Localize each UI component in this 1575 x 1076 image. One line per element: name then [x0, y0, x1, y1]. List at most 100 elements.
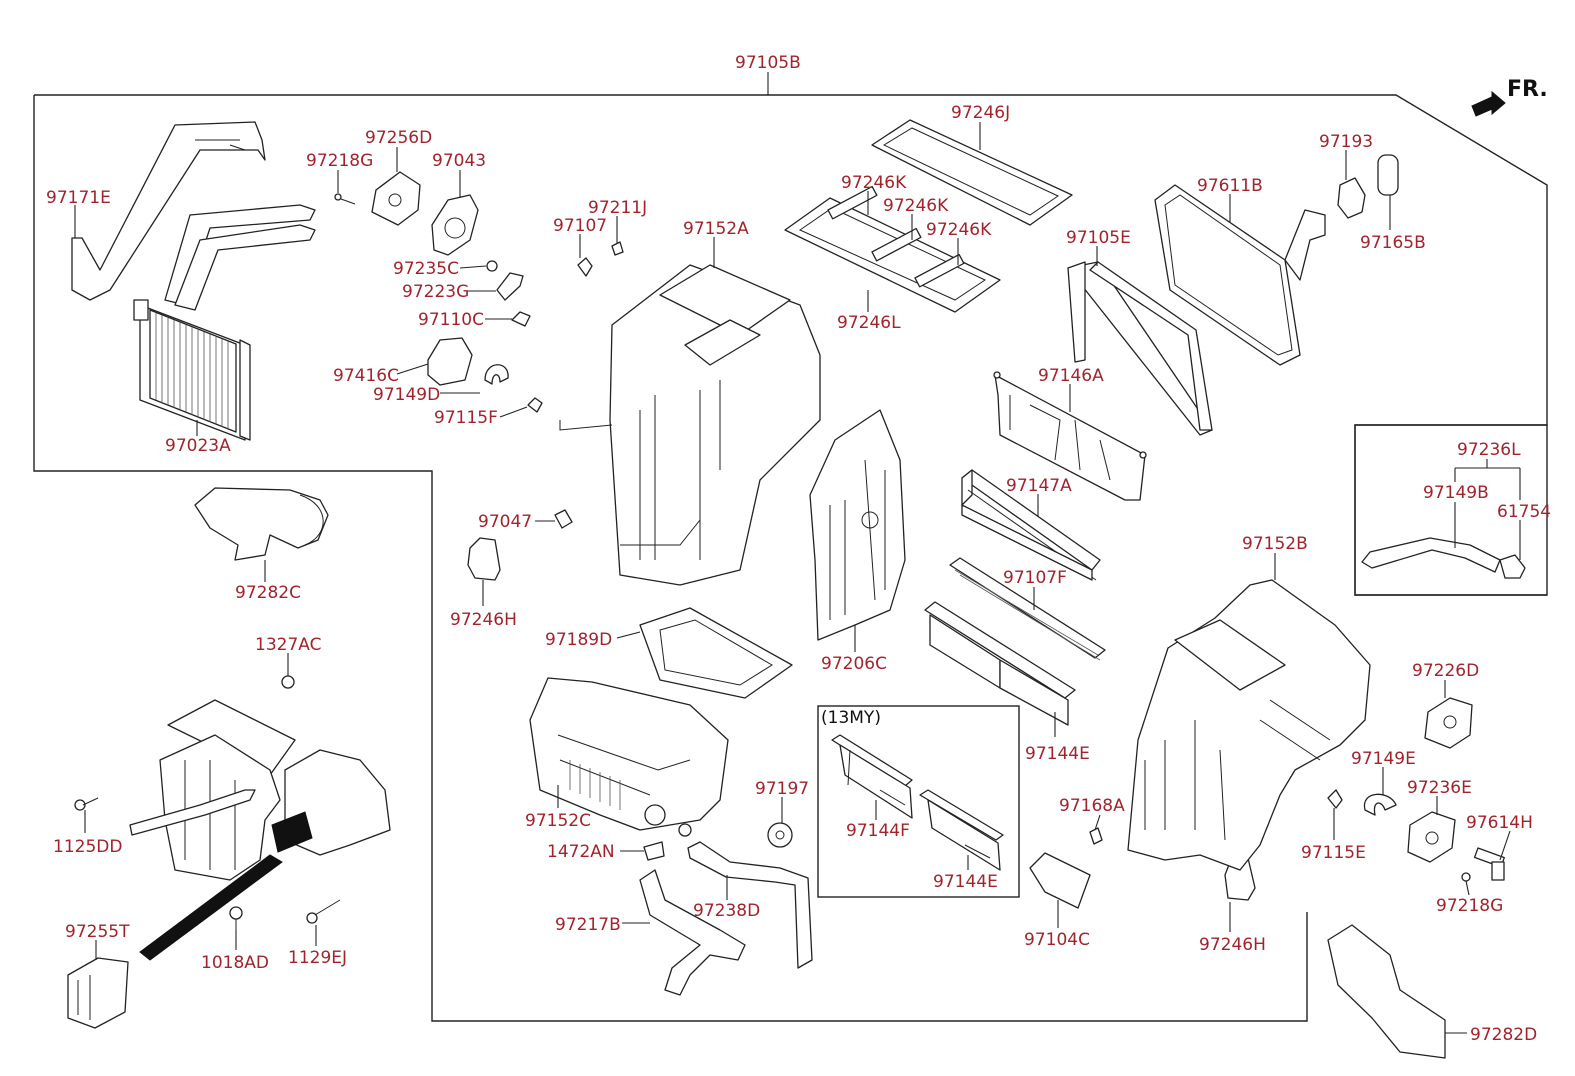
clip-97107	[577, 257, 593, 277]
grommet-97197	[767, 822, 793, 848]
clip-97115F	[527, 397, 543, 413]
label-97236E: 97236E	[1407, 778, 1472, 798]
label-97104C: 97104C	[1024, 930, 1090, 950]
label-1472AN: 1472AN	[547, 842, 615, 862]
label-97246H-right: 97246H	[1199, 935, 1266, 955]
label-97282D: 97282D	[1470, 1025, 1537, 1045]
label-97144E-top: 97144E	[1025, 744, 1090, 764]
heater-core-97023A	[133, 299, 251, 441]
door-97146A	[993, 371, 1147, 501]
drain-hose-97217B	[639, 869, 746, 996]
main-assembly-frame-lower	[33, 95, 1308, 1022]
label-97165B: 97165B	[1360, 233, 1426, 253]
label-97282C: 97282C	[235, 583, 301, 603]
clip-97047	[554, 509, 573, 529]
bolt-1018AD	[229, 906, 243, 930]
module-97255T	[67, 957, 129, 1029]
label-97107F: 97107F	[1003, 568, 1067, 588]
label-97218G-top: 97218G	[306, 151, 373, 171]
filter-97246J	[871, 119, 1073, 226]
label-97246H-left: 97246H	[450, 610, 517, 630]
evaporator-97611B	[1154, 184, 1326, 366]
label-97144E-inset: 97144E	[933, 872, 998, 892]
label-97023A: 97023A	[165, 436, 231, 456]
label-97193: 97193	[1319, 132, 1373, 152]
clamp-1472AN	[643, 841, 665, 861]
label-97149E: 97149E	[1351, 749, 1416, 769]
label-1018AD: 1018AD	[201, 953, 269, 973]
label-97171E: 97171E	[46, 188, 111, 208]
heater-hose-inset-frame	[1354, 424, 1548, 596]
bracket-97110C	[511, 311, 531, 327]
label-97255T: 97255T	[65, 922, 130, 942]
label-97246L: 97246L	[837, 313, 901, 333]
label-97146A: 97146A	[1038, 366, 1104, 386]
seal-97246H-left	[467, 537, 501, 581]
label-97246K-2: 97246K	[883, 196, 949, 216]
actuator-97236E	[1407, 811, 1456, 863]
label-97189D: 97189D	[545, 630, 612, 650]
seal-97105E	[1067, 261, 1213, 436]
label-97236L: 97236L	[1457, 440, 1521, 460]
label-97105E: 97105E	[1066, 228, 1131, 248]
motor-cover-97043	[431, 194, 479, 256]
label-97226D: 97226D	[1412, 661, 1479, 681]
clamp-97149E	[1363, 793, 1397, 816]
label-97246K-1: 97246K	[841, 173, 907, 193]
drain-hose-97238D	[687, 841, 813, 969]
heater-pipe-97171E	[71, 121, 316, 311]
label-1125DD: 1125DD	[53, 837, 122, 857]
screw-97218G-right	[1461, 872, 1471, 882]
label-97147A: 97147A	[1006, 476, 1072, 496]
label-97107: 97107	[553, 216, 607, 236]
case-97152C	[529, 677, 729, 837]
label-97152B: 97152B	[1242, 534, 1308, 554]
label-97197: 97197	[755, 779, 809, 799]
seal-97165B	[1377, 154, 1399, 196]
label-97152C: 97152C	[525, 811, 591, 831]
model-year-inset-frame	[817, 705, 1020, 898]
label-97043: 97043	[432, 151, 486, 171]
label-97614H: 97614H	[1466, 813, 1533, 833]
model-year-note: (13MY)	[821, 708, 881, 728]
label-97206C: 97206C	[821, 654, 887, 674]
clip-97115E	[1327, 789, 1343, 809]
bolt-1129EJ	[306, 899, 341, 924]
hose-97236L	[1361, 537, 1526, 579]
front-direction-label: FR.	[1507, 77, 1548, 102]
clip-97235C	[486, 260, 498, 272]
label-97611B: 97611B	[1197, 176, 1263, 196]
seal-97104C	[1029, 852, 1091, 909]
label-61754: 61754	[1497, 502, 1551, 522]
label-97416C: 97416C	[333, 366, 399, 386]
clamp-97149D	[484, 364, 509, 385]
label-97149D: 97149D	[373, 385, 440, 405]
hvac-unit-assembly	[129, 675, 391, 881]
label-97047: 97047	[478, 512, 532, 532]
actuator-97416C	[427, 337, 473, 386]
seal-97193	[1337, 177, 1366, 219]
drain-tray-97189D	[639, 607, 793, 699]
filter-frame-97246L	[784, 185, 1001, 313]
sensor-97614H	[1473, 847, 1505, 881]
label-1327AC: 1327AC	[255, 635, 321, 655]
door-97206C	[809, 409, 906, 641]
actuator-97256D	[334, 171, 421, 226]
door-97144E	[924, 601, 1076, 726]
door-97107F	[949, 557, 1106, 661]
label-97144F: 97144F	[846, 821, 910, 841]
actuator-97226D	[1424, 697, 1473, 749]
label-97168A: 97168A	[1059, 796, 1125, 816]
label-97246K-3: 97246K	[926, 220, 992, 240]
case-97152A	[559, 264, 821, 586]
duct-97282D	[1327, 924, 1446, 1059]
label-97110C: 97110C	[418, 310, 484, 330]
label-97105B: 97105B	[735, 53, 801, 73]
label-1129EJ: 1129EJ	[288, 948, 347, 968]
part-number-labels: 97105B 97171E 97256D 97218G 97043 97023A…	[46, 53, 1551, 1045]
label-97256D: 97256D	[365, 128, 432, 148]
label-97152A: 97152A	[683, 219, 749, 239]
clip-97168A	[1089, 827, 1103, 845]
label-97115F: 97115F	[434, 408, 498, 428]
